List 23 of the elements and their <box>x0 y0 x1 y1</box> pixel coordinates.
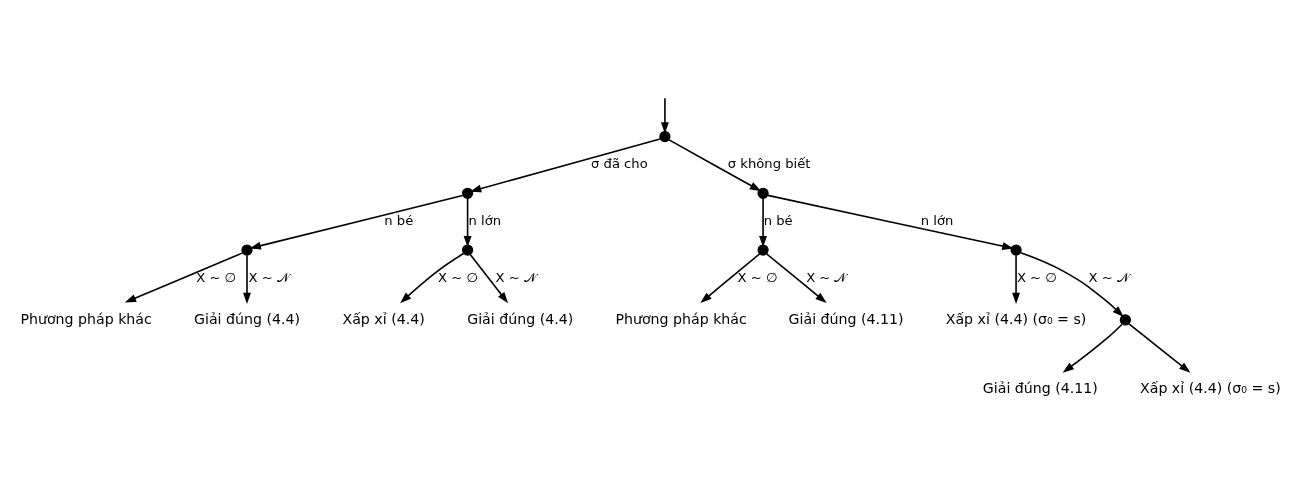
node-text: Xấp xỉ (4.4) (σ₀ = s) <box>1140 379 1281 396</box>
edge-label: X ~ 𝒩 <box>495 269 536 285</box>
edge-label: σ đã cho <box>591 155 648 171</box>
edge-label: X ~ ∅ <box>1016 269 1057 285</box>
node-text: Giải đúng (4.4) <box>467 310 574 327</box>
edge-label: X ~ 𝒩 <box>806 269 847 285</box>
node-text: Giải đúng (4.4) <box>193 310 300 327</box>
node-text: Giải đúng (4.11) <box>982 379 1098 396</box>
edge-label: n bé <box>384 212 414 228</box>
node-text: Giải đúng (4.11) <box>788 310 904 327</box>
edge-label: n lớn <box>920 212 954 228</box>
node-text: Xấp xỉ (4.4) (σ₀ = s) <box>945 310 1087 327</box>
edge-label: X ~ ∅ <box>737 269 778 285</box>
edge-label: n lớn <box>468 212 502 228</box>
edge-label: X ~ 𝒩 <box>1088 269 1129 285</box>
edge-label: X ~ ∅ <box>438 269 478 285</box>
node-text: Phương pháp khác <box>20 310 152 327</box>
node-text: Xấp xỉ (4.4) <box>342 310 425 327</box>
edge-label: σ không biết <box>727 155 811 171</box>
node-text: Phương pháp khác <box>615 310 747 327</box>
edge-label: X ~ ∅ <box>196 269 237 285</box>
edge-label: X ~ 𝒩 <box>248 269 289 285</box>
edge-label: n bé <box>763 212 793 228</box>
